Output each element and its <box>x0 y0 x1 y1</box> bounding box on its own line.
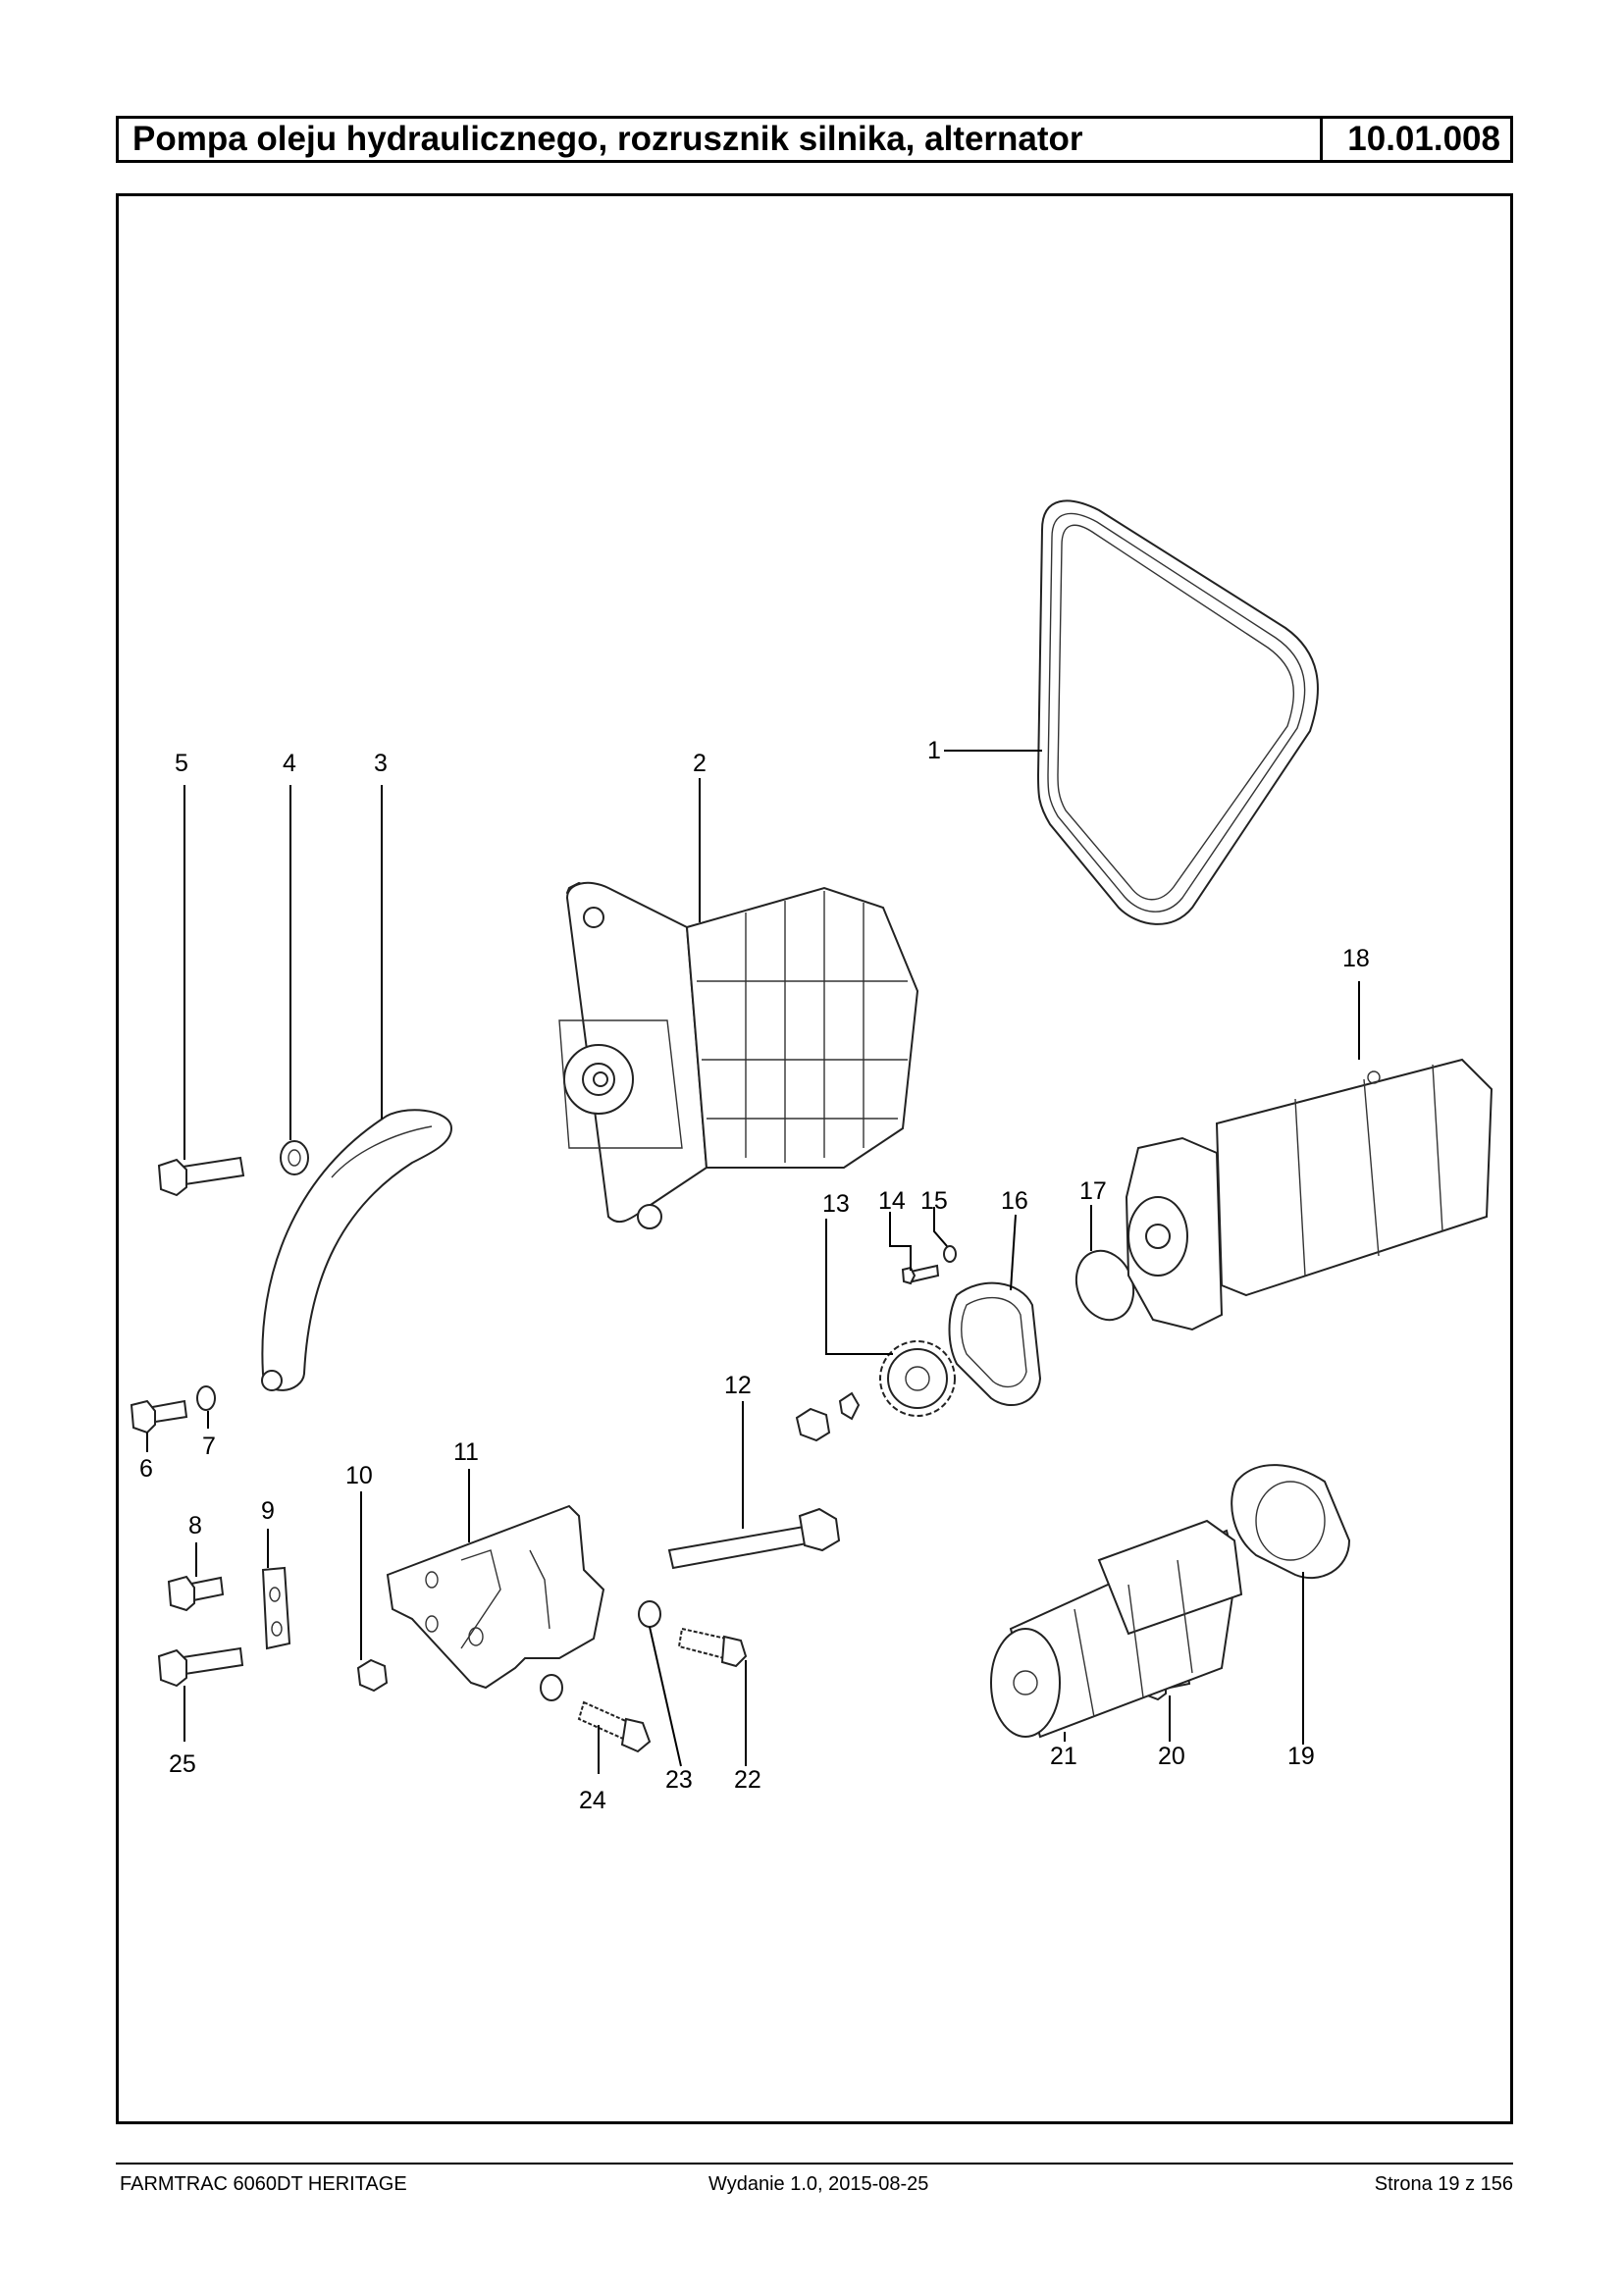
key-part <box>838 1391 861 1421</box>
bolt-14-part <box>901 1264 940 1285</box>
footer-model: FARMTRAC 6060DT HERITAGE <box>120 2173 407 2195</box>
section-code: 10.01.008 <box>1320 119 1510 160</box>
callout-17: 17 <box>1079 1177 1107 1205</box>
bolt-8-part <box>167 1575 225 1612</box>
callout-12: 12 <box>724 1372 752 1399</box>
callout-22: 22 <box>734 1766 761 1794</box>
callout-16: 16 <box>1001 1187 1028 1215</box>
callout-24: 24 <box>579 1787 606 1814</box>
footer-page-number: Strona 19 z 156 <box>1374 2173 1513 2195</box>
washer-7-part <box>196 1385 216 1411</box>
callout-11: 11 <box>453 1438 479 1466</box>
v-belt-part <box>1036 499 1319 925</box>
callout-19: 19 <box>1287 1743 1315 1770</box>
callout-20: 20 <box>1158 1743 1185 1770</box>
leader-lines <box>146 750 1360 1774</box>
callout-6: 6 <box>139 1455 153 1483</box>
callout-5: 5 <box>175 750 188 777</box>
callout-4: 4 <box>283 750 296 777</box>
screw-24-part <box>577 1700 652 1753</box>
callout-21: 21 <box>1050 1743 1077 1770</box>
gasket-16-part <box>948 1281 1042 1407</box>
nut-10-part <box>356 1658 389 1693</box>
callout-2: 2 <box>693 750 707 777</box>
bolt-12-part <box>667 1507 841 1570</box>
hydraulic-pump-18-part <box>1125 1058 1493 1331</box>
alternator-part <box>558 881 919 1229</box>
callout-9: 9 <box>261 1497 275 1525</box>
callout-25: 25 <box>169 1750 196 1778</box>
callout-18: 18 <box>1342 945 1370 972</box>
bracket-11-part <box>386 1504 605 1690</box>
diagram-frame <box>116 193 1513 2124</box>
starter-motor-21-part <box>990 1519 1243 1739</box>
page-title: Pompa oleju hydraulicznego, rozrusznik s… <box>132 120 1083 158</box>
callout-7: 7 <box>202 1433 216 1460</box>
callout-3: 3 <box>374 750 388 777</box>
bolt-6-part <box>130 1399 188 1434</box>
callout-23: 23 <box>665 1766 693 1794</box>
callout-8: 8 <box>188 1512 202 1539</box>
gear-13-part <box>879 1340 956 1417</box>
nut-part <box>795 1407 831 1442</box>
screw-22-part <box>677 1627 748 1668</box>
washer-15-part <box>943 1245 957 1263</box>
adjusting-strap-part <box>261 1109 453 1391</box>
page-header: Pompa oleju hydraulicznego, rozrusznik s… <box>116 116 1513 163</box>
callout-14: 14 <box>878 1187 906 1215</box>
bolt-25-part <box>157 1646 244 1688</box>
footer-divider <box>116 2163 1513 2165</box>
callout-1: 1 <box>927 737 941 764</box>
callout-13: 13 <box>822 1190 850 1218</box>
gasket-19-part <box>1231 1464 1351 1580</box>
callout-15: 15 <box>920 1187 948 1215</box>
washer-23-part <box>540 1600 661 1701</box>
bolt-5-part <box>157 1156 245 1197</box>
plate-9-part <box>261 1566 291 1650</box>
callout-10: 10 <box>345 1462 373 1489</box>
washer-4-part <box>280 1140 309 1175</box>
footer-edition: Wydanie 1.0, 2015-08-25 <box>708 2173 929 2195</box>
